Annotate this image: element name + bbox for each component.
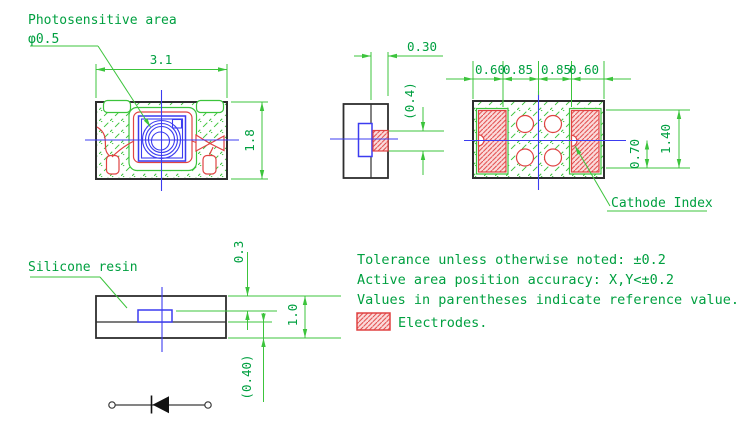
diode-terminal-right bbox=[204, 401, 212, 409]
side-chip bbox=[357, 122, 373, 158]
diode-terminal-left bbox=[108, 401, 116, 409]
dim-resin-top: 0.3 bbox=[231, 241, 246, 264]
cathode-index-label: Cathode Index bbox=[611, 196, 713, 211]
front-chip bbox=[137, 309, 173, 323]
dim-side-ref: (0.4) bbox=[402, 82, 417, 120]
drawing-text: Photosensitive area φ0.5 Silicone resin … bbox=[28, 13, 713, 400]
photosensitive-area-label: Photosensitive area bbox=[28, 13, 177, 28]
bond-wire-left bbox=[96, 126, 111, 157]
dim-bottom-seg2: 0.85 bbox=[503, 62, 533, 77]
via-hole bbox=[515, 114, 535, 134]
note-parentheses: Values in parentheses indicate reference… bbox=[357, 292, 739, 308]
plan-notch-topleft bbox=[102, 99, 132, 114]
dim-bottom-seg3: 0.85 bbox=[541, 62, 571, 77]
leader-arrowhead bbox=[143, 118, 151, 127]
dim-substrate-ref: (0.40) bbox=[239, 354, 254, 399]
via-hole bbox=[515, 148, 535, 167]
notes-block: Tolerance unless otherwise noted: ±0.2 A… bbox=[356, 252, 739, 331]
dim-bottom-seg1: 0.60 bbox=[475, 62, 505, 77]
bottom-view bbox=[446, 61, 707, 212]
cathode-leader bbox=[574, 145, 611, 207]
note-electrodes: Electrodes. bbox=[398, 315, 487, 331]
side-view bbox=[330, 52, 444, 179]
front-view bbox=[30, 252, 341, 402]
note-active-area: Active area position accuracy: X,Y<±0.2 bbox=[357, 272, 674, 288]
photosensitive-diameter-label: φ0.5 bbox=[28, 32, 59, 47]
dim-pad-half-height: 0.70 bbox=[627, 139, 642, 169]
bond-wire-right2 bbox=[209, 146, 214, 157]
via-hole bbox=[543, 114, 563, 134]
bond-wire-right bbox=[191, 140, 197, 144]
plan-view bbox=[30, 45, 268, 191]
dim-side-terminal-width: 0.30 bbox=[407, 39, 437, 54]
note-tolerance: Tolerance unless otherwise noted: ±0.2 bbox=[357, 252, 666, 268]
dim-bottom-seg4: 0.60 bbox=[569, 62, 599, 77]
dim-plan-height: 1.8 bbox=[242, 129, 257, 152]
diode-triangle bbox=[152, 396, 169, 414]
silicone-resin-label: Silicone resin bbox=[28, 260, 138, 275]
bond-wire-left2 bbox=[111, 140, 135, 158]
plan-lead-bottom-right bbox=[202, 154, 217, 175]
plan-lead-funnel-left bbox=[195, 133, 212, 153]
plan-lead-bottom-left bbox=[105, 154, 120, 175]
plan-dam-frame bbox=[132, 111, 193, 164]
dim-front-height: 1.0 bbox=[285, 304, 300, 327]
side-electrode bbox=[372, 129, 389, 152]
electrodes-legend-swatch bbox=[356, 312, 391, 331]
plan-notch-topright bbox=[195, 99, 225, 114]
diode-symbol bbox=[108, 395, 212, 414]
photosensitive-leader-diag bbox=[97, 45, 151, 128]
dim-plan-width: 3.1 bbox=[150, 52, 173, 67]
via-hole bbox=[543, 148, 563, 167]
dim-pad-height: 1.40 bbox=[658, 124, 673, 154]
photosensitive-center bbox=[150, 131, 171, 151]
